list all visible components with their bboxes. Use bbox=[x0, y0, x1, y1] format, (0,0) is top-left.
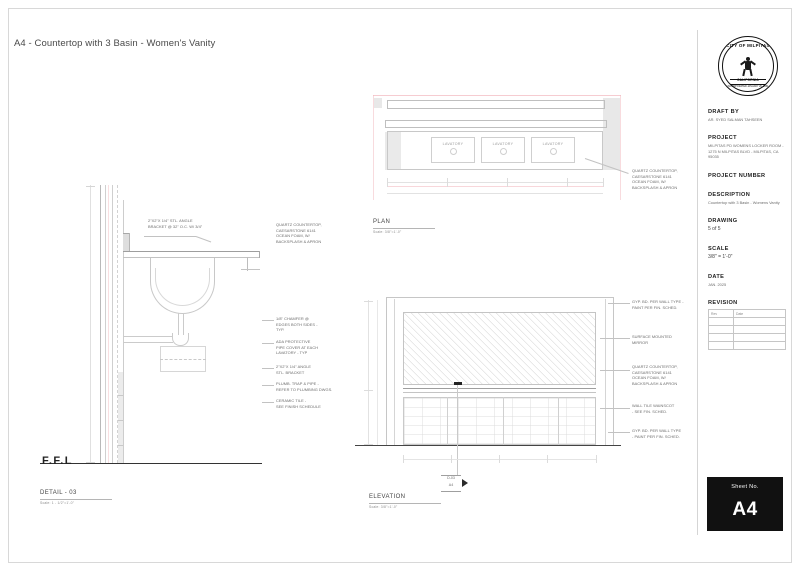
revision-cell-date bbox=[733, 341, 786, 351]
plan-note-countertop: QUARTZ COUNTERTOP, CAESARSTONE 6141 OCEA… bbox=[632, 168, 678, 190]
detail-note-countertop: QUARTZ COUNTERTOP, CAESARSTONE 6141 OCEA… bbox=[276, 222, 322, 244]
scale-value: 3/8" = 1'-0" bbox=[708, 253, 733, 260]
revision-cell-date bbox=[733, 325, 786, 335]
table-row bbox=[708, 325, 786, 335]
detail-note-plumbing: PLUMB. TRAP & PIPE - REFER TO PLUMBING D… bbox=[276, 381, 333, 392]
project-value: MILPITAS PD WOMENS LOCKER ROOM - 1275 N … bbox=[708, 143, 784, 160]
sheet-number-block: Sheet No. A4 bbox=[707, 477, 783, 531]
detail-note-ceramic-tile: CERAMIC TILE - SEE FINISH SCHEDULE bbox=[276, 398, 321, 409]
revision-cell-rev bbox=[708, 333, 734, 343]
description-label: DESCRIPTION bbox=[708, 191, 751, 198]
elevation-view-scale: Scale: 3/8"=1'-0" bbox=[369, 505, 398, 509]
project-number-label: PROJECT NUMBER bbox=[708, 172, 766, 179]
section-arrow-icon bbox=[462, 479, 468, 487]
elevation-note-countertop: QUARTZ COUNTERTOP, CAESARSTONE 6141 OCEA… bbox=[632, 364, 678, 386]
date-label: DATE bbox=[708, 273, 725, 280]
plan-fixture-lavatory-2: LAVATORY bbox=[481, 137, 525, 163]
table-row bbox=[708, 317, 786, 327]
mirror-panel bbox=[403, 312, 596, 385]
seal-state: CALIFORNIA bbox=[737, 78, 759, 82]
draft-by-label: DRAFT BY bbox=[708, 109, 740, 115]
detail-note-ada-pipe-cover: ADA PROTECTIVE PIPE COVER AT EACH LAVATO… bbox=[276, 339, 319, 356]
page-title: A4 - Countertop with 3 Basin - Women's V… bbox=[14, 38, 216, 49]
draft-by-value: AR. SYED SALMAN TAHSEEN bbox=[708, 117, 763, 122]
section-marker-detail: D-03 bbox=[447, 476, 455, 480]
detail-view-scale: Scale: 1 - 1/2"=1'-0" bbox=[40, 501, 75, 505]
finish-floor-level-label: F.F.L bbox=[42, 455, 73, 467]
sheet-border bbox=[8, 8, 792, 563]
city-seal-icon: CITY OF MILPITAS CALIFORNIA INCORPORATED… bbox=[718, 36, 778, 96]
revision-col-date: Date bbox=[733, 309, 786, 319]
scale-label: SCALE bbox=[708, 245, 729, 252]
drawing-value: 5 of 5 bbox=[708, 225, 721, 232]
revision-cell-rev bbox=[708, 317, 734, 327]
table-row bbox=[708, 341, 786, 351]
detail-view-title: DETAIL - 03 bbox=[40, 490, 77, 496]
plan-fixture-lavatory-3: LAVATORY bbox=[531, 137, 575, 163]
plan-view-scale: Scale: 3/8"=1'-0" bbox=[373, 230, 402, 234]
elevation-note-gyp-bottom: GYP. BD. PER WALL TYPE - PAINT PER FIN. … bbox=[632, 428, 682, 439]
plan-view-title: PLAN bbox=[373, 219, 391, 225]
revision-cell-rev bbox=[708, 325, 734, 335]
wall-tile-wainscot bbox=[403, 397, 596, 445]
detail-note-angle-bracket: 2"X2"X 1/4" ANGLE STL. BRACKET bbox=[276, 364, 312, 375]
revision-label: REVISION bbox=[708, 300, 738, 307]
table-row bbox=[708, 333, 786, 343]
sheet-number-label: Sheet No. bbox=[731, 484, 759, 490]
elevation-note-wainscot: WALL TILE WAINSCOT - SEE FIN. SCHED. bbox=[632, 403, 675, 414]
project-label: PROJECT bbox=[708, 135, 737, 142]
revision-cell-rev bbox=[708, 341, 734, 351]
detail-note-chamfer: 1/8" CHAMFER @ EDGES BOTH SIDES - TYP. bbox=[276, 316, 318, 333]
description-value: Countertop with 3 Basin - Womens Vanity bbox=[708, 199, 780, 205]
revision-cell-date bbox=[733, 333, 786, 343]
revision-table: Rev Date bbox=[708, 309, 786, 351]
revision-header-row: Rev Date bbox=[708, 309, 786, 319]
section-marker-sheet: A4 bbox=[448, 483, 454, 487]
seal-founded: INCORPORATED JANUARY 26, 1954 bbox=[727, 85, 769, 88]
sheet-number-value: A4 bbox=[732, 499, 758, 520]
elevation-view-title: ELEVATION bbox=[369, 494, 406, 500]
plan-fixture-lavatory-1: LAVATORY bbox=[431, 137, 475, 163]
detail-note-bracket: 2"X2"X 1/4" STL. ANGLE BRACKET @ 32" O.C… bbox=[148, 218, 203, 229]
revision-cell-date bbox=[733, 317, 786, 327]
revision-col-rev: Rev bbox=[708, 309, 734, 319]
seal-city-name: CITY OF MILPITAS bbox=[726, 43, 770, 48]
title-block: CITY OF MILPITAS CALIFORNIA INCORPORATED… bbox=[697, 30, 790, 535]
elevation-note-gyp-top: GYP. BD. PER WALL TYPE - PAINT PER FIN. … bbox=[632, 299, 684, 310]
date-value: JAN. 2025 bbox=[708, 281, 727, 287]
elevation-note-mirror: SURFACE MOUNTED MIRROR bbox=[632, 334, 672, 345]
drawing-label: DRAWING bbox=[708, 217, 738, 224]
